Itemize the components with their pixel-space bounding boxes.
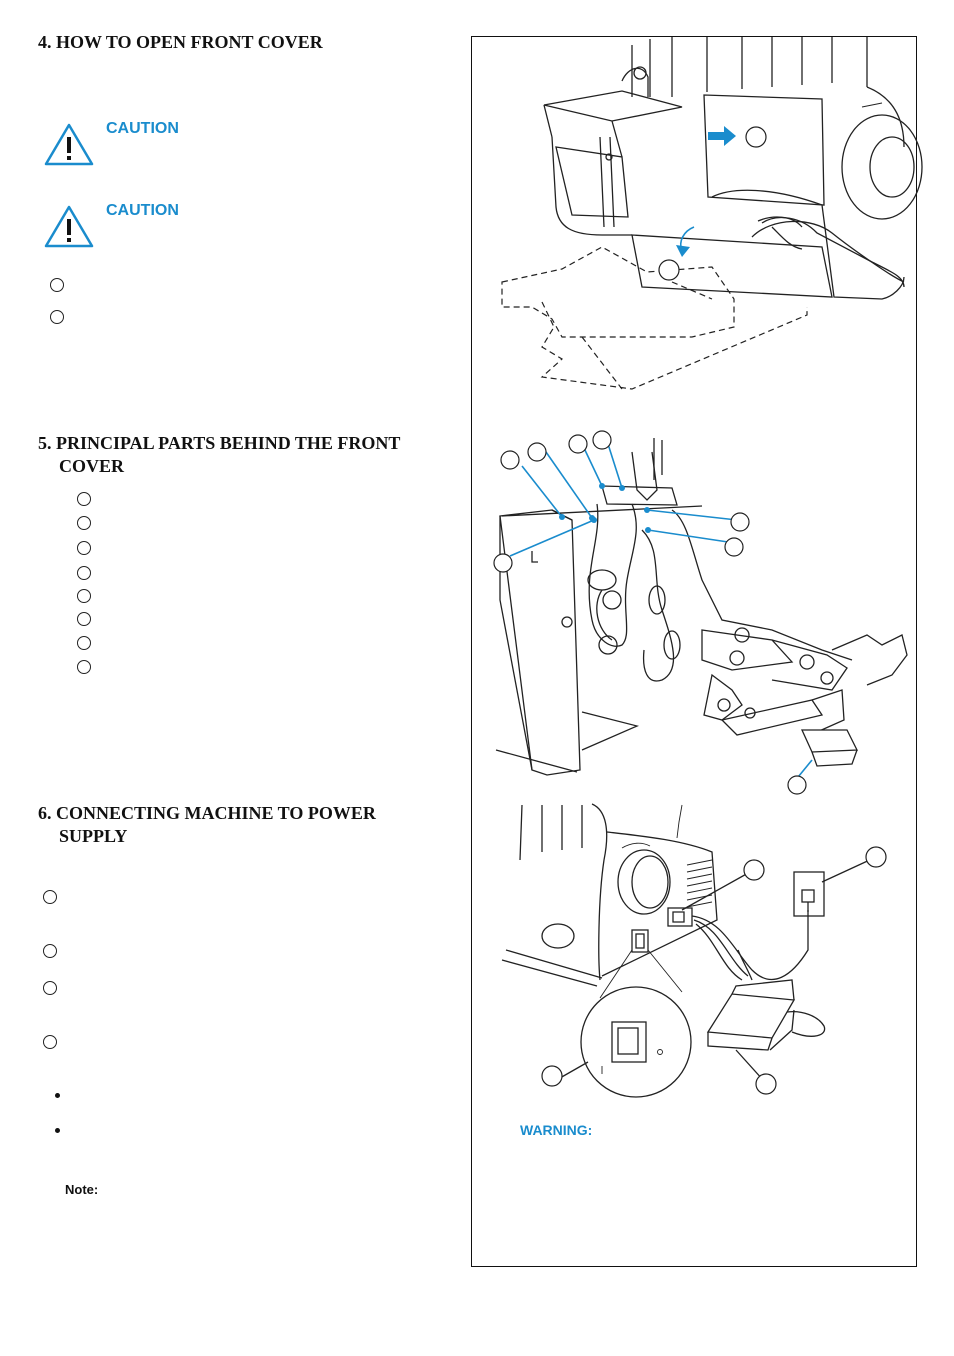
part-marker bbox=[77, 516, 91, 530]
bullet-point bbox=[55, 1128, 60, 1133]
part-marker bbox=[77, 492, 91, 506]
caution-label: CAUTION bbox=[106, 202, 179, 219]
step-marker bbox=[50, 310, 64, 324]
slide-arrow-icon bbox=[708, 126, 736, 146]
power-supply-illustration bbox=[501, 803, 887, 1098]
section-6-heading-cont: SUPPLY bbox=[59, 826, 128, 846]
principal-parts-illustration bbox=[493, 430, 908, 795]
note-label: Note: bbox=[65, 1182, 99, 1197]
part-marker bbox=[77, 589, 91, 603]
warning-triangle-icon bbox=[44, 205, 94, 248]
part-marker bbox=[77, 612, 91, 626]
step-marker bbox=[43, 981, 57, 995]
part-marker bbox=[77, 541, 91, 555]
step-marker bbox=[43, 890, 57, 904]
step-marker bbox=[50, 278, 64, 292]
front-cover-illustration bbox=[501, 37, 923, 390]
part-marker bbox=[77, 660, 91, 674]
bullet-point bbox=[55, 1093, 60, 1098]
step-marker bbox=[43, 944, 57, 958]
caution-label: CAUTION bbox=[106, 120, 179, 137]
illustration-frame bbox=[471, 36, 917, 1267]
part-marker bbox=[77, 566, 91, 580]
warning-label: WARNING: bbox=[520, 1122, 593, 1138]
warning-triangle-icon bbox=[44, 123, 94, 166]
part-marker bbox=[77, 636, 91, 650]
section-4-heading: 4. HOW TO OPEN FRONT COVER bbox=[38, 32, 323, 52]
step-marker bbox=[43, 1035, 57, 1049]
section-5-heading-cont: COVER bbox=[59, 456, 125, 476]
section-6-heading: 6. CONNECTING MACHINE TO POWER bbox=[38, 803, 376, 823]
section-5-heading: 5. PRINCIPAL PARTS BEHIND THE FRONT bbox=[38, 433, 401, 453]
